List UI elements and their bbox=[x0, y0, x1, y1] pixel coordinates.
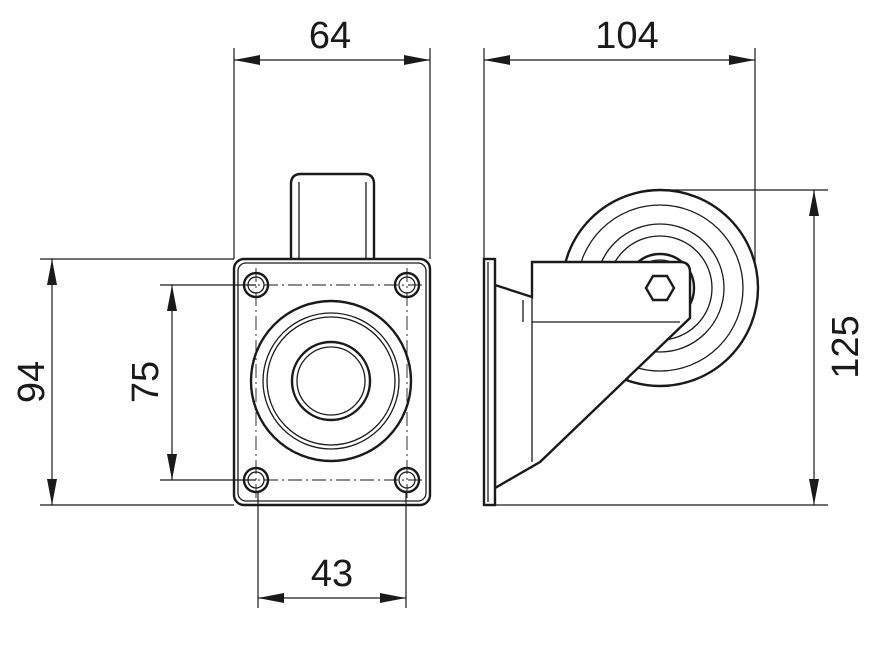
wheel-behind-plate bbox=[289, 172, 376, 260]
dimension-overall-height: 125 bbox=[495, 189, 867, 506]
top-plate-view bbox=[232, 172, 432, 507]
dimension-label-hole-spacing-vertical: 75 bbox=[125, 361, 167, 403]
mounting-plate bbox=[232, 257, 432, 507]
swivel-ring-outer bbox=[249, 299, 413, 463]
mounting-plate-side bbox=[482, 257, 497, 507]
fork-bracket bbox=[493, 260, 692, 491]
dimension-hole-spacing-horizontal: 43 bbox=[257, 492, 407, 608]
dimension-label-plate-height: 94 bbox=[11, 361, 53, 403]
side-view bbox=[482, 188, 760, 507]
dimension-side-width: 104 bbox=[483, 15, 756, 262]
dimension-hole-spacing-vertical: 75 bbox=[125, 284, 256, 481]
dimension-plate-height: 94 bbox=[11, 258, 234, 506]
axle-nut-icon bbox=[644, 274, 676, 302]
dimension-label-overall-height: 125 bbox=[825, 315, 867, 378]
dimension-top-width: 64 bbox=[233, 15, 431, 259]
kingpin-hub bbox=[290, 340, 372, 422]
dimension-label-top-width: 64 bbox=[309, 15, 351, 57]
dimension-label-side-width: 104 bbox=[595, 15, 658, 57]
dimension-label-hole-spacing-horizontal: 43 bbox=[311, 553, 353, 595]
